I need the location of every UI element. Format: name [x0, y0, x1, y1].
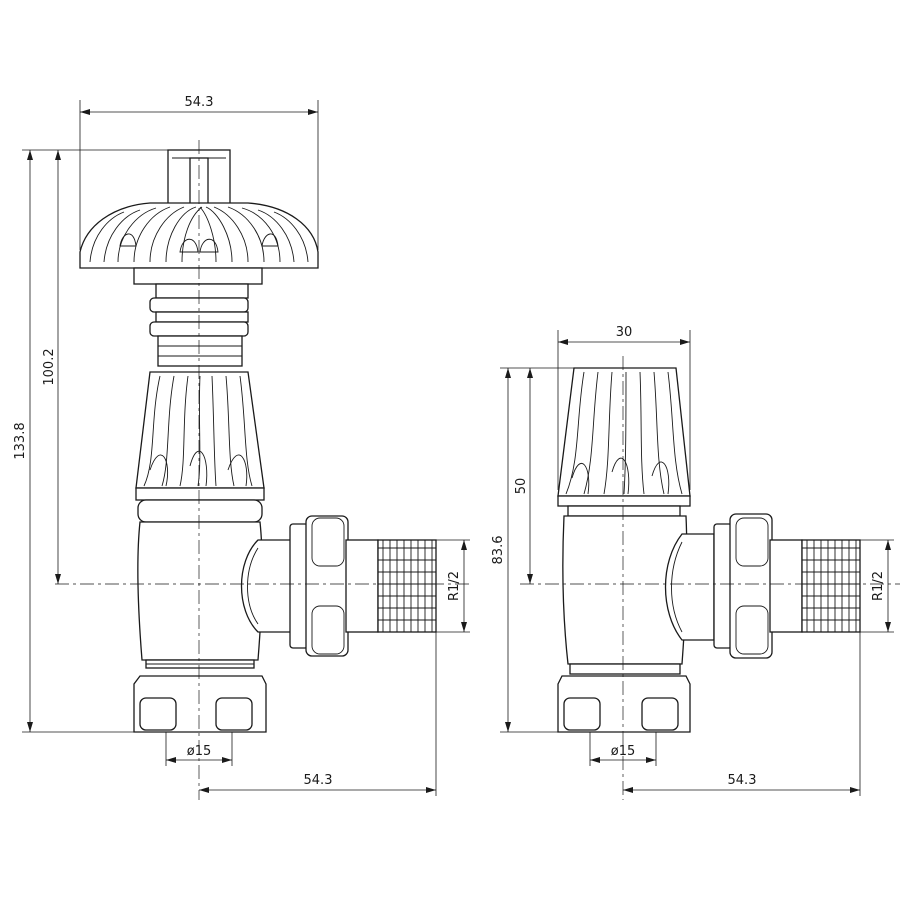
dim-manual-thread-label: R1/2	[871, 571, 886, 601]
dim-manual-tail: ø15	[589, 732, 657, 766]
dim-manual-offset: 54.3	[623, 632, 861, 796]
dim-head-height-label: 50	[514, 478, 529, 495]
dim-thread-label: R1/2	[447, 571, 462, 601]
dim-manual-total-height-label: 83.6	[491, 536, 506, 565]
dim-center-height: 100.2	[42, 150, 61, 584]
thermostatic-valve-drawing: 54.3 133.8 100.2 R1/2	[13, 95, 470, 800]
dim-head-height: 50	[514, 368, 533, 584]
dim-tail: ø15	[165, 732, 233, 766]
fluted-grip	[135, 371, 265, 489]
dim-offset: 54.3	[199, 632, 437, 796]
dim-manual-tail-label: ø15	[611, 744, 636, 759]
manual-valve-drawing: 30 83.6 50 R1/2	[491, 325, 900, 800]
dim-tail-label: ø15	[187, 744, 212, 759]
dim-head-width: 30	[557, 325, 691, 490]
dim-center-height-label: 100.2	[42, 348, 57, 385]
dim-manual-total-height: 83.6	[491, 367, 574, 733]
dim-head-width-label: 30	[616, 325, 633, 340]
dim-top-width: 54.3	[79, 95, 319, 250]
dim-thread: R1/2	[436, 539, 470, 633]
dim-offset-label: 54.3	[304, 773, 333, 788]
dim-manual-thread: R1/2	[860, 539, 894, 633]
manual-threaded-tail	[801, 539, 861, 633]
dim-manual-offset-label: 54.3	[728, 773, 757, 788]
dim-total-height-label: 133.8	[13, 422, 28, 459]
dim-total-height: 133.8	[13, 149, 168, 733]
stem-collar	[133, 267, 263, 285]
dim-top-width-label: 54.3	[185, 95, 214, 110]
threaded-tail	[377, 539, 437, 633]
manual-head	[557, 367, 691, 497]
